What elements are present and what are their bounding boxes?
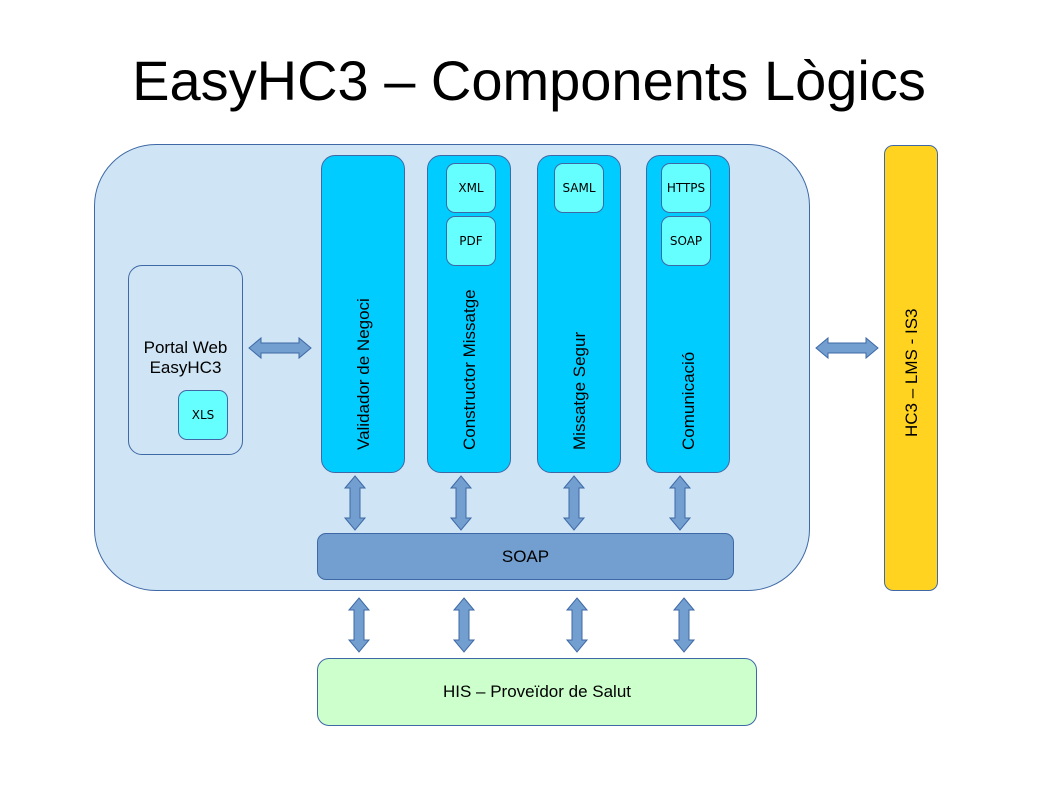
arrow-his-4 [672,597,696,653]
portal-label-line2: EasyHC3 [149,358,222,377]
column-validador-negoci [321,155,405,473]
arrow-constructor-soap [449,475,473,531]
arrow-his-2 [452,597,476,653]
soap-bus: SOAP [317,533,734,580]
column-missatge-segur [537,155,621,473]
portal-web-label: Portal Web EasyHC3 [128,338,243,378]
arrow-validador-soap [343,475,367,531]
hc3-lms-is3-label: HC3 – LMS - IS3 [902,308,921,438]
arrow-missatge-segur-soap [562,475,586,531]
portal-label-line1: Portal Web [143,338,228,357]
chip-saml: SAML [554,163,604,213]
chip-https: HTTPS [661,163,711,213]
chip-pdf: PDF [446,216,496,266]
chip-xml: XML [446,163,496,213]
column-constructor-missatge-label: Constructor Missatge [460,289,479,450]
column-validador-negoci-label: Validador de Negoci [354,298,373,450]
chip-xls: XLS [178,390,228,440]
arrow-portal-validador [248,336,312,360]
arrow-comunicacio-soap [668,475,692,531]
column-missatge-segur-label: Missatge Segur [570,331,589,450]
hc3-lms-is3-system [884,145,938,591]
arrow-container-hc3 [815,336,879,360]
his-provider-label: HIS – Proveïdor de Salut [442,682,632,701]
column-constructor-missatge [427,155,511,473]
chip-soap: SOAP [661,216,711,266]
his-provider-box: HIS – Proveïdor de Salut [317,658,757,726]
diagram-title: EasyHC3 – Components Lògics [132,49,926,112]
arrow-his-3 [565,597,589,653]
column-comunicacio-label: Comunicació [679,351,698,450]
soap-bus-label: SOAP [501,546,550,566]
arrow-his-1 [347,597,371,653]
